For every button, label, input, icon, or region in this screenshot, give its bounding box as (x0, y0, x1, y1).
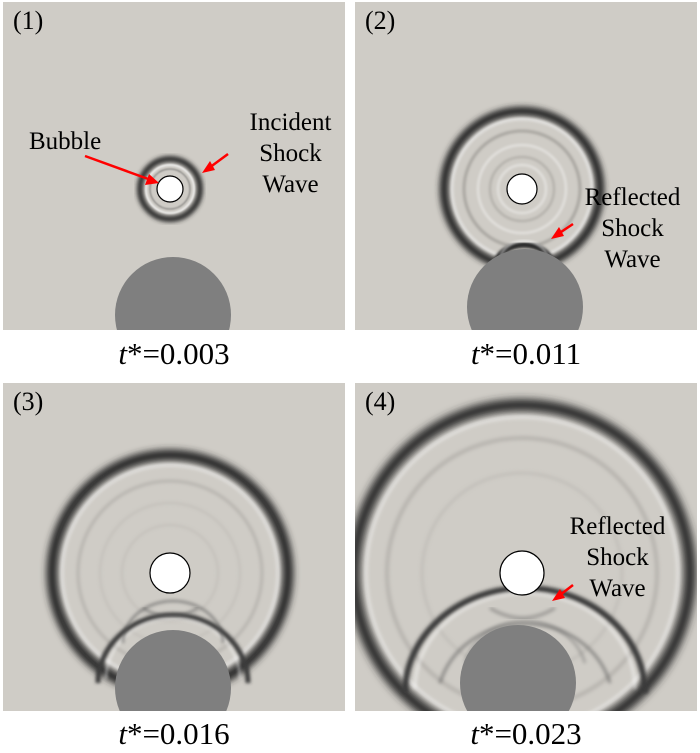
time-value: *=0.011 (479, 336, 582, 371)
ripple (489, 156, 555, 222)
panel-3-caption: t*=0.016 (3, 716, 345, 752)
incident-label-line-2: Shock (259, 140, 322, 167)
reflected-shock-wave-label: Reflected Shock Wave (555, 511, 680, 604)
incident-label-line-3: Wave (262, 171, 319, 198)
obstacle (115, 630, 231, 711)
incident-arrow-head (202, 161, 215, 173)
incident-shock-wave (137, 156, 203, 222)
shock-inner-ring (149, 168, 191, 210)
panel-4: (4) Reflected Shock Wave (355, 383, 697, 711)
time-variable: t (118, 716, 127, 751)
panel-4-image (355, 383, 697, 711)
bubble (149, 552, 191, 594)
reflected-label-line-1: Reflected (584, 184, 681, 211)
obstacle (115, 257, 231, 330)
panel-label: (2) (365, 6, 396, 35)
reflected-label-line-3: Wave (589, 575, 646, 602)
obstacle (467, 249, 583, 330)
panel-label: (1) (13, 6, 44, 35)
bubble (499, 550, 545, 596)
bubble-wake (142, 606, 199, 618)
reflected-ripple (121, 599, 225, 644)
bubble-arrow-head (145, 174, 159, 185)
reflected-label-line-2: Shock (601, 215, 664, 242)
panel-2-image (355, 2, 697, 330)
shock-highlight (145, 164, 195, 214)
reflected-shock-wave-label: Reflected Shock Wave (570, 182, 695, 275)
time-variable: t (470, 336, 480, 371)
bubble (156, 175, 184, 203)
panel-2: (2) Reflected Shock Wave (355, 2, 697, 330)
panel-4-caption: t*=0.023 (355, 716, 697, 752)
incident-label-line-1: Incident (249, 109, 332, 136)
panel-label: (4) (365, 387, 396, 416)
reflected-label-line-1: Reflected (569, 513, 666, 540)
time-value: *=0.023 (478, 716, 582, 751)
ripple (477, 144, 567, 234)
panel-3: (3) (3, 383, 345, 711)
incident-shock-wave-label: Incident Shock Wave (233, 107, 348, 200)
shock-highlight (364, 415, 680, 711)
panel-1: (1) Bubble Incident Shock Wave (3, 2, 345, 330)
ripple (121, 524, 219, 622)
reflected-ripple (438, 622, 612, 684)
panel-1-caption: t*=0.003 (3, 336, 345, 372)
time-value: *=0.003 (126, 336, 230, 371)
panel-2-caption: t*=0.011 (355, 336, 697, 372)
time-value: *=0.016 (126, 716, 230, 751)
panel-label: (3) (13, 387, 44, 416)
panel-3-image (3, 383, 345, 711)
reflected-label-line-3: Wave (604, 246, 661, 273)
time-variable: t (118, 336, 127, 371)
bubble-arrow (84, 154, 152, 182)
bubble-label: Bubble (29, 128, 102, 155)
bubble-wake (489, 606, 556, 620)
reflected-label-line-2: Shock (586, 544, 649, 571)
obstacle (460, 625, 576, 711)
incident-shock-wave (355, 399, 696, 711)
panel-1-image (3, 2, 345, 330)
bubble (506, 173, 538, 205)
reflected-highlight (105, 617, 241, 680)
time-variable: t (470, 716, 479, 751)
reflected-arrow-head (552, 589, 565, 601)
reflected-arrow-head (551, 227, 564, 239)
ripple (497, 164, 547, 214)
